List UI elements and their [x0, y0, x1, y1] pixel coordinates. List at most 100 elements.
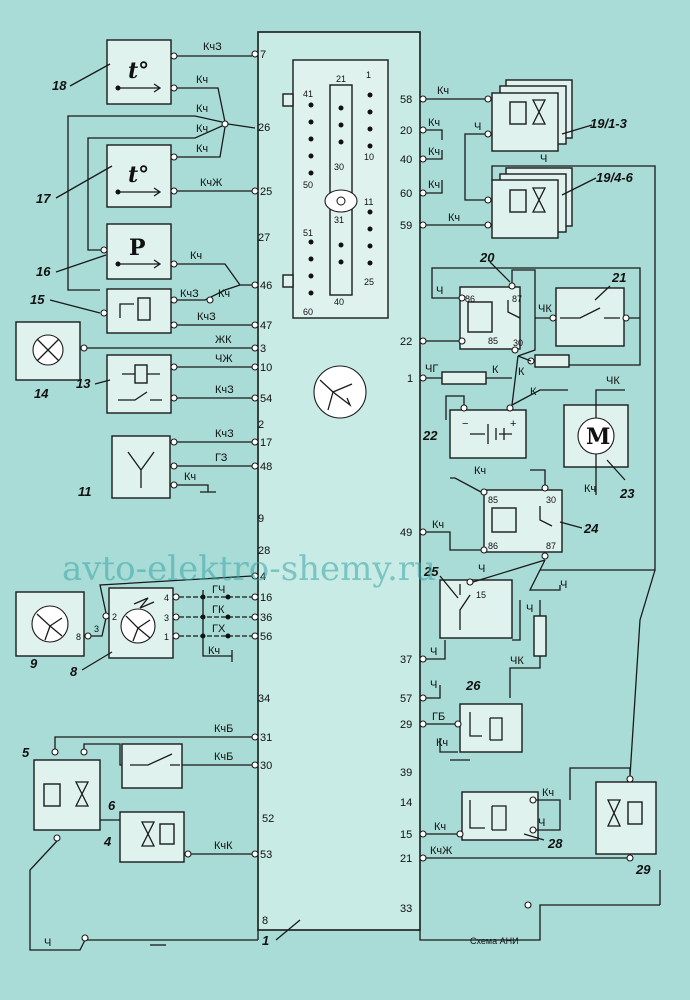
connector-pin-25: 25 — [364, 277, 374, 287]
svg-text:11: 11 — [78, 484, 92, 499]
svg-text:КчБ: КчБ — [214, 751, 233, 763]
svg-text:ЖК: ЖК — [215, 334, 232, 346]
svg-text:Кч: Кч — [190, 250, 202, 262]
connector-pin-10: 10 — [364, 152, 374, 162]
valve-29 — [595, 781, 657, 855]
svg-text:Кч: Кч — [542, 787, 554, 799]
svg-text:Ч: Ч — [526, 603, 533, 615]
svg-text:ГЗ: ГЗ — [215, 452, 228, 464]
svg-text:60: 60 — [400, 188, 412, 200]
svg-text:Кч: Кч — [208, 645, 220, 657]
fuse-lower — [441, 371, 487, 385]
svg-text:31: 31 — [260, 732, 272, 744]
svg-text:3: 3 — [260, 343, 266, 355]
svg-text:Кч: Кч — [436, 737, 448, 749]
svg-text:КчК: КчК — [214, 840, 233, 852]
svg-text:10: 10 — [260, 362, 272, 374]
temp-sensor-17 — [106, 144, 172, 208]
svg-text:ГХ: ГХ — [212, 623, 226, 635]
svg-text:14: 14 — [400, 797, 412, 809]
svg-text:30: 30 — [513, 338, 523, 348]
svg-text:33: 33 — [400, 903, 412, 915]
svg-text:Кч: Кч — [184, 471, 196, 483]
svg-text:КчЗ: КчЗ — [197, 311, 216, 323]
wire-label-18: Кч — [196, 74, 208, 86]
svg-text:КчЖ: КчЖ — [200, 177, 222, 189]
svg-text:Ч: Ч — [478, 563, 485, 575]
svg-text:Кч: Кч — [432, 519, 444, 531]
svg-text:К: К — [530, 386, 537, 398]
svg-text:ГБ: ГБ — [432, 711, 445, 723]
svg-text:52: 52 — [262, 813, 274, 825]
relay-13 — [106, 354, 172, 414]
svg-text:КчЖ: КчЖ — [430, 845, 452, 857]
svg-text:57: 57 — [400, 693, 412, 705]
svg-text:30: 30 — [260, 760, 272, 772]
svg-text:К: К — [518, 366, 525, 378]
svg-text:1: 1 — [262, 933, 269, 948]
ecu-right-pins: 58 20 40 60 59 22 1 49 37 57 29 39 14 15… — [400, 94, 427, 915]
svg-text:4: 4 — [164, 593, 169, 603]
svg-text:28: 28 — [258, 545, 270, 557]
svg-text:22: 22 — [400, 336, 412, 348]
connector-screw — [324, 189, 358, 213]
arrow-18 — [118, 83, 162, 93]
temp-sensor-18 — [106, 39, 172, 105]
svg-text:24: 24 — [583, 521, 599, 536]
svg-text:+: + — [510, 418, 516, 430]
connector-pin-60: 60 — [303, 307, 313, 317]
connector-key-bottom — [282, 274, 294, 288]
svg-text:18: 18 — [52, 78, 67, 93]
relay-26 — [459, 703, 523, 753]
svg-text:Ч: Ч — [560, 579, 567, 591]
svg-text:25: 25 — [423, 564, 439, 579]
svg-text:87: 87 — [512, 294, 522, 304]
pressure-icon: P — [129, 235, 146, 261]
svg-text:26: 26 — [465, 678, 481, 693]
svg-text:86: 86 — [465, 294, 475, 304]
svg-text:7: 7 — [260, 49, 266, 61]
svg-text:16: 16 — [36, 264, 51, 279]
svg-text:4: 4 — [103, 834, 112, 849]
connector-key-top — [282, 93, 294, 107]
svg-text:13: 13 — [76, 376, 91, 391]
svg-text:14: 14 — [34, 386, 49, 401]
svg-text:КчЗ: КчЗ — [180, 288, 199, 300]
svg-text:1: 1 — [164, 632, 169, 642]
svg-text:17: 17 — [260, 437, 272, 449]
connector-pin-21: 21 — [336, 74, 346, 84]
svg-text:ЧГ: ЧГ — [425, 363, 438, 375]
svg-text:20: 20 — [400, 125, 412, 137]
svg-text:87: 87 — [546, 541, 556, 551]
wire-26-loop — [67, 115, 223, 291]
svg-text:Ч: Ч — [474, 121, 481, 133]
svg-text:23: 23 — [619, 486, 635, 501]
svg-text:ЧЖ: ЧЖ — [215, 353, 233, 365]
svg-text:28: 28 — [547, 836, 563, 851]
svg-text:Кч: Кч — [196, 143, 208, 155]
fuse-upper — [534, 354, 570, 368]
svg-text:27: 27 — [258, 232, 270, 244]
svg-text:40: 40 — [400, 154, 412, 166]
connector-screw-center — [336, 196, 346, 206]
svg-text:39: 39 — [400, 767, 412, 779]
svg-text:Кч: Кч — [448, 212, 460, 224]
svg-text:Кч: Кч — [196, 103, 208, 115]
svg-text:ГК: ГК — [212, 604, 225, 616]
svg-text:1: 1 — [407, 373, 413, 385]
ecu-transistor-glyph — [319, 379, 353, 411]
svg-text:5: 5 — [22, 745, 30, 760]
svg-text:Ч: Ч — [540, 153, 547, 165]
svg-text:Ч: Ч — [430, 646, 437, 658]
svg-text:26: 26 — [258, 122, 270, 134]
svg-text:3: 3 — [94, 624, 99, 634]
signature: Схема АНИ — [470, 936, 519, 946]
svg-text:Ч: Ч — [538, 817, 545, 829]
signal-device-11 — [111, 435, 171, 499]
valve-5 — [33, 759, 101, 831]
svg-text:M: M — [586, 424, 610, 450]
svg-text:Ч: Ч — [436, 285, 443, 297]
connector-pin-1: 1 — [366, 70, 371, 80]
svg-text:2: 2 — [112, 612, 117, 622]
